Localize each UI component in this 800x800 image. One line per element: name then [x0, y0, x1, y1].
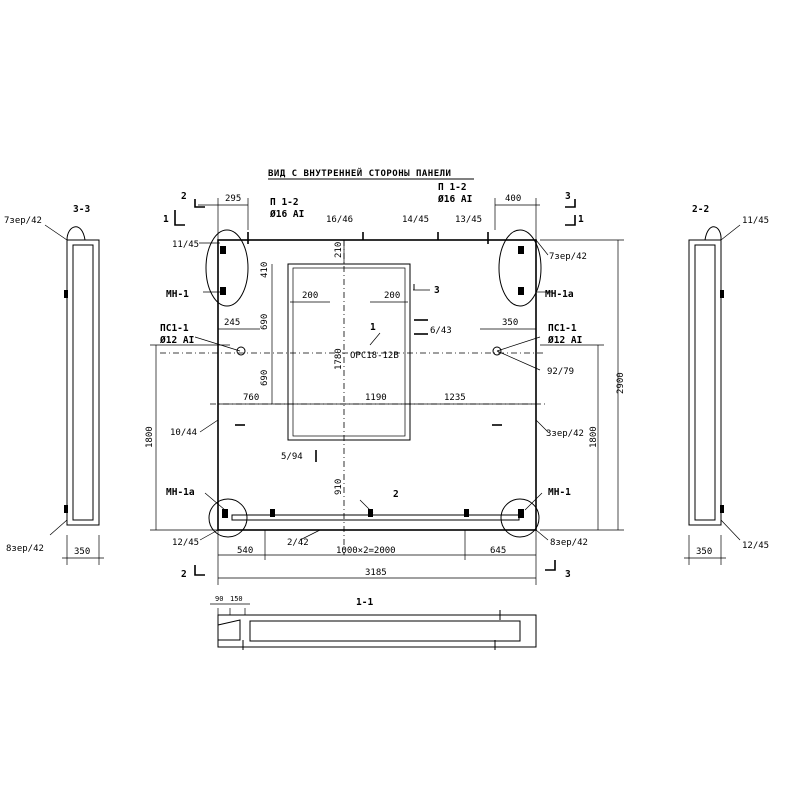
cut-mark-3-top: 3 — [565, 191, 571, 202]
section-3-3-body — [66, 239, 100, 526]
socket-diameter-right: Ø12 AI — [547, 335, 582, 346]
dim-645: 645 — [490, 546, 506, 556]
label-13-45: 13/45 — [455, 215, 482, 225]
dim-210: 210 — [334, 242, 344, 258]
dim-295: 295 — [225, 194, 241, 204]
dim-350-section-2-2: 350 — [696, 547, 712, 557]
label-12-45-right: 12/45 — [742, 541, 769, 551]
label-92-79: 92/79 — [547, 367, 574, 377]
socket-label-ps1-left: ПС1-1 — [160, 323, 189, 334]
label-2-42: 2/42 — [287, 538, 309, 548]
label-1: 1 — [370, 322, 376, 333]
window-block-label: ОРС18-12В — [350, 351, 399, 361]
dim-2000: 1000×2=2000 — [336, 546, 396, 556]
section-label-3-3: 3-3 — [73, 204, 90, 215]
label-8zer-42-right: 8зер/42 — [550, 538, 588, 548]
dim-350-section-3-3: 350 — [74, 547, 90, 557]
dim-1800-left: 1800 — [145, 426, 155, 448]
label-7zer-42-left: 7зер/42 — [4, 216, 42, 226]
bottom-rib — [231, 514, 520, 521]
label-14-45: 14/45 — [402, 215, 429, 225]
label-3zer-42: 3зер/42 — [546, 429, 584, 439]
label-16-46: 16/46 — [326, 215, 353, 225]
socket-diameter-left: Ø12 AI — [159, 335, 194, 346]
rebar-label-p12-left: П 1-2 — [270, 197, 299, 208]
dim-1780: 1780 — [334, 348, 344, 370]
cut-mark-2-top: 2 — [181, 191, 187, 202]
panel-outline — [217, 239, 537, 531]
dim-2900: 2900 — [616, 372, 626, 394]
mounting-loop-top-right — [498, 229, 542, 307]
drawing-title: ВИД С ВНУТРЕННЕЙ СТОРОНЫ ПАНЕЛИ — [268, 167, 451, 179]
dim-3185: 3185 — [365, 568, 387, 578]
dim-400: 400 — [505, 194, 521, 204]
dim-90: 90 — [215, 595, 223, 603]
section-label-2-2: 2-2 — [692, 204, 709, 215]
rebar-label-p12-right: П 1-2 — [438, 182, 467, 193]
section-2-2-body — [688, 239, 722, 526]
dim-690-lower: 690 — [260, 370, 270, 386]
dim-1235: 1235 — [444, 393, 466, 403]
label-11-45-left: 11/45 — [172, 240, 199, 250]
lifting-socket-right — [492, 346, 502, 356]
rebar-diameter-right: Ø16 AI — [437, 194, 472, 205]
socket-label-ps1-right: ПС1-1 — [548, 323, 577, 334]
dim-245: 245 — [224, 318, 240, 328]
label-7zer-42-right: 7зер/42 — [549, 252, 587, 262]
label-11-45-right: 11/45 — [742, 216, 769, 226]
plate-label-mn1-top-left: МН-1 — [166, 289, 189, 300]
cut-mark-2-bottom: 2 — [181, 569, 187, 580]
label-3: 3 — [434, 285, 440, 296]
embedded-plate-bottom-right — [500, 498, 540, 538]
dim-1190: 1190 — [365, 393, 387, 403]
section-label-1-1: 1-1 — [356, 597, 373, 608]
plate-label-mn1a-bottom-left: МН-1а — [166, 487, 195, 498]
dim-410: 410 — [260, 262, 270, 278]
lifting-socket-left — [236, 346, 246, 356]
label-2: 2 — [393, 489, 399, 500]
window-opening-outer — [287, 263, 411, 441]
plate-label-mn1a-top-right: МН-1а — [545, 289, 574, 300]
embedded-plate-bottom-left — [208, 498, 248, 538]
dim-150: 150 — [230, 595, 243, 603]
rebar-diameter-left: Ø16 AI — [269, 209, 304, 220]
dim-910: 910 — [334, 479, 344, 495]
dim-540: 540 — [237, 546, 253, 556]
label-10-44: 10/44 — [170, 428, 197, 438]
label-5-94: 5/94 — [281, 452, 303, 462]
window-opening-inner — [292, 267, 406, 437]
cut-mark-3-bottom: 3 — [565, 569, 571, 580]
dim-350: 350 — [502, 318, 518, 328]
cut-mark-1-right: 1 — [578, 214, 584, 225]
label-12-45-left: 12/45 — [172, 538, 199, 548]
dim-200-left: 200 — [302, 291, 318, 301]
label-8zer-42-left: 8зер/42 — [6, 544, 44, 554]
dim-1800-right: 1800 — [589, 426, 599, 448]
dim-690-upper: 690 — [260, 314, 270, 330]
label-6-43: 6/43 — [430, 326, 452, 336]
cut-mark-1-left: 1 — [163, 214, 169, 225]
section-1-1-body — [217, 614, 537, 648]
plate-label-mn1-bottom-right: МН-1 — [548, 487, 571, 498]
dim-200-right: 200 — [384, 291, 400, 301]
dim-760: 760 — [243, 393, 259, 403]
mounting-loop-top-left — [205, 229, 249, 307]
